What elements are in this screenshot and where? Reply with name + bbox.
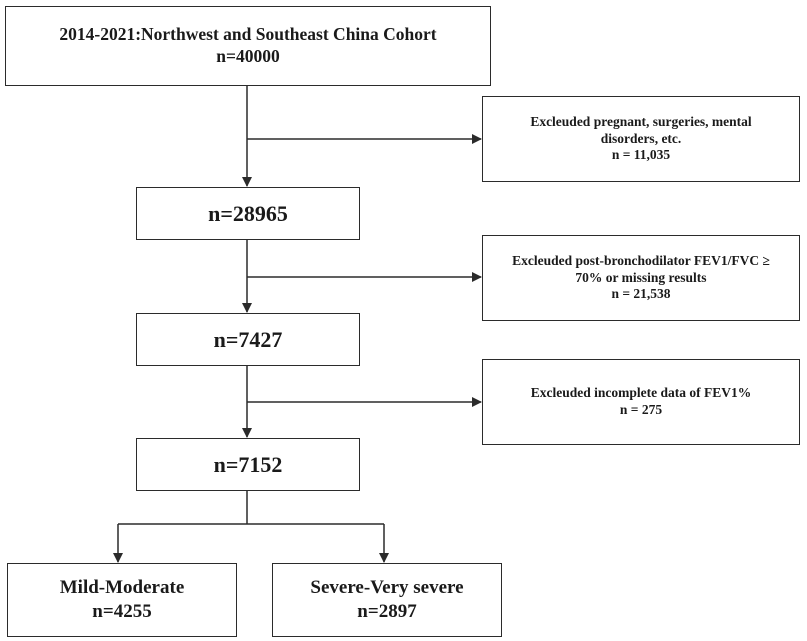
exclusion-3-line-1: Excleuded incomplete data of FEV1% (530, 385, 752, 401)
cohort-title: 2014-2021:Northwest and Southeast China … (59, 24, 437, 45)
exclusion-3-count: n = 275 (619, 402, 663, 417)
exclusion-box-2: Excleuded post-bronchodilator FEV1/FVC ≥… (482, 235, 800, 321)
exclusion-2-line-2: 70% or missing results (575, 269, 707, 285)
step-2-count: n=7427 (213, 326, 283, 352)
exclusion-box-1: Excleuded pregnant, surgeries, mental di… (482, 96, 800, 182)
exclusion-2-count: n = 21,538 (611, 286, 671, 302)
exclusion-1-line-2: disorders, etc. (600, 130, 682, 146)
group-left-count: n=4255 (92, 601, 152, 622)
step-box-1: n=28965 (136, 187, 360, 240)
step-box-3: n=7152 (136, 438, 360, 491)
exclusion-box-3: Excleuded incomplete data of FEV1% n = 2… (482, 359, 800, 445)
cohort-count: n=40000 (216, 46, 280, 66)
exclusion-2-line-1: Excleuded post-bronchodilator FEV1/FVC ≥ (512, 252, 770, 268)
group-box-severe: Severe-Very severe n=2897 (272, 563, 502, 637)
exclusion-1-line-1: Excleuded pregnant, surgeries, mental (530, 113, 752, 129)
step-3-count: n=7152 (213, 451, 283, 477)
group-box-mild-moderate: Mild-Moderate n=4255 (7, 563, 237, 637)
group-right-count: n=2897 (357, 601, 417, 622)
step-box-2: n=7427 (136, 313, 360, 366)
group-right-label: Severe-Very severe (310, 577, 464, 599)
exclusion-1-count: n = 11,035 (611, 147, 671, 163)
cohort-box: 2014-2021:Northwest and Southeast China … (5, 6, 491, 86)
group-left-label: Mild-Moderate (59, 577, 185, 599)
step-1-count: n=28965 (208, 200, 288, 226)
